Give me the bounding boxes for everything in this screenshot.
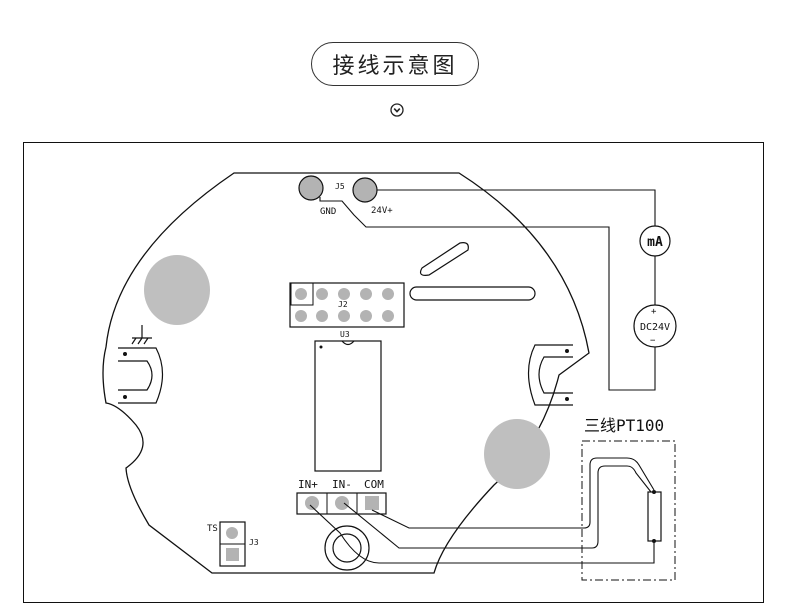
j5-label: J5: [335, 182, 345, 191]
com-label: COM: [364, 478, 384, 491]
wiring-diagram-panel: J5 GND 24V+ J2 U3 IN+ IN- COM TS: [23, 142, 764, 603]
power-loop-wires: [319, 189, 656, 391]
u3-label: U3: [340, 330, 350, 339]
dc24v-supply-symbol: [633, 304, 677, 348]
u3-chip: [314, 340, 382, 472]
mount-hole-right: [484, 419, 550, 489]
ts-label: TS: [207, 524, 218, 534]
input-terminal-block: [296, 492, 387, 515]
gnd-label: GND: [320, 207, 336, 217]
in-plus-label: IN+: [298, 478, 318, 491]
j3-label: J3: [249, 538, 259, 547]
in-minus-label: IN-: [332, 478, 352, 491]
ammeter-label: mA: [647, 235, 663, 250]
bracket-terminal-right: [527, 344, 573, 406]
pt100-wires: [309, 457, 655, 564]
ground-icon: [131, 325, 152, 345]
dc24v-supply-label: DC24V: [640, 322, 670, 333]
com-pad: [365, 496, 379, 510]
pt100-label: 三线PT100: [584, 416, 664, 435]
pt100-dashed-box: [581, 440, 676, 581]
wiring-diagram: J5 GND 24V+ J2 U3 IN+ IN- COM TS: [102, 172, 677, 581]
bracket-terminal-left: [118, 347, 164, 404]
gnd-terminal-pad: [298, 175, 324, 201]
v24-label: 24V+: [371, 206, 393, 216]
supply-plus-label: +: [651, 307, 657, 317]
mount-hole-left: [144, 255, 210, 325]
chevron-down-circle-icon[interactable]: [390, 103, 404, 117]
ammeter-symbol: [639, 225, 671, 257]
page-title: 接线示意图: [311, 42, 479, 86]
standoff-ring: [324, 525, 370, 571]
in-plus-pad: [305, 496, 319, 510]
supply-minus-label: −: [650, 336, 656, 346]
slot-diagonal: [419, 242, 469, 276]
pcb-board-outline: [102, 172, 590, 574]
in-minus-pad: [335, 496, 349, 510]
j2-header: [289, 282, 405, 328]
pt100-resistor: [647, 491, 662, 542]
j3-jumper: [219, 521, 246, 567]
slot-horizontal: [409, 286, 536, 301]
v24-terminal-pad: [352, 177, 378, 203]
j2-label: J2: [338, 300, 348, 309]
